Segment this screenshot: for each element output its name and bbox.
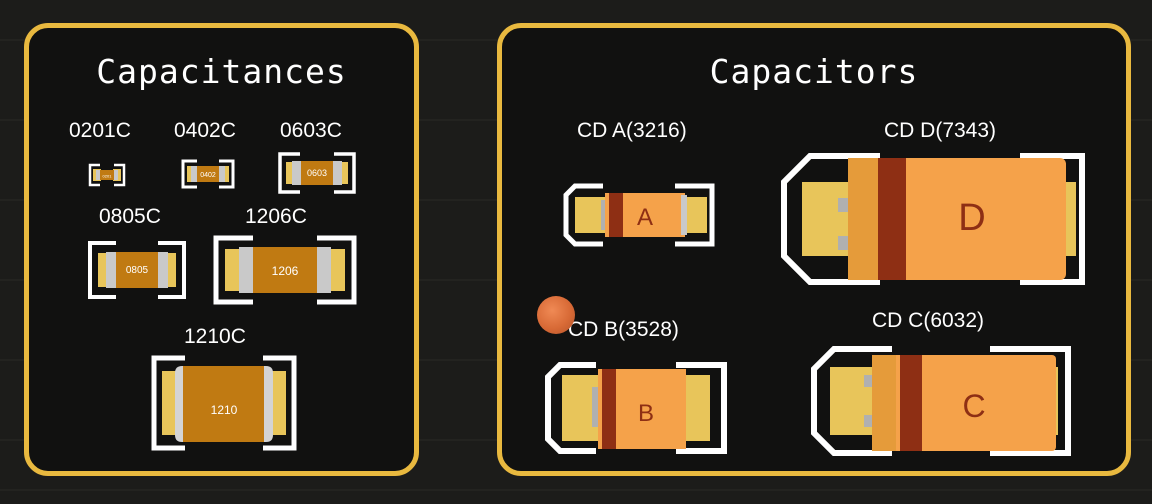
capacitor-0603-footprint[interactable]: 0603 bbox=[278, 152, 356, 194]
tantalum-c-footprint[interactable]: C bbox=[810, 345, 1072, 457]
capacitor-1206-footprint[interactable]: 1206 bbox=[213, 235, 357, 305]
part-label-0603c: 0603C bbox=[280, 119, 342, 142]
marking-0603: 0603 bbox=[307, 168, 327, 178]
part-label-0201c: 0201C bbox=[69, 119, 131, 142]
tantalum-a-footprint[interactable]: A bbox=[563, 183, 715, 247]
part-label-1210c: 1210C bbox=[184, 325, 246, 348]
marking-cd-c: C bbox=[962, 388, 985, 424]
capacitor-0201-footprint[interactable]: 0201 bbox=[88, 163, 126, 187]
capacitors-title: Capacitors bbox=[709, 52, 919, 91]
capacitor-0402-footprint[interactable]: 0402 bbox=[181, 159, 235, 189]
capacitances-title: Capacitances bbox=[96, 52, 347, 91]
part-label-0402c: 0402C bbox=[174, 119, 236, 142]
part-label-cd-d: CD D(7343) bbox=[884, 119, 997, 142]
marking-0402: 0402 bbox=[200, 172, 216, 179]
marking-1210: 1210 bbox=[211, 403, 238, 417]
capacitor-1210-footprint[interactable]: 1210 bbox=[151, 355, 297, 451]
marking-1206: 1206 bbox=[272, 264, 299, 278]
part-label-cd-c: CD C(6032) bbox=[872, 309, 985, 332]
tantalum-d-footprint[interactable]: D bbox=[780, 152, 1086, 286]
tantalum-b-footprint[interactable]: B bbox=[544, 361, 728, 455]
part-label-1206c: 1206C bbox=[245, 205, 307, 228]
part-label-0805c: 0805C bbox=[99, 205, 161, 228]
part-label-cd-b: CD B(3528) bbox=[568, 318, 679, 341]
marking-cd-d: D bbox=[958, 197, 985, 239]
part-label-cd-a: CD A(3216) bbox=[577, 119, 687, 142]
marking-cd-b: B bbox=[638, 400, 654, 427]
marking-0201: 0201 bbox=[103, 174, 113, 179]
marking-0805: 0805 bbox=[126, 265, 149, 276]
pointer-dot bbox=[537, 296, 575, 334]
marking-cd-a: A bbox=[637, 204, 653, 231]
capacitor-0805-footprint[interactable]: 0805 bbox=[88, 241, 186, 299]
